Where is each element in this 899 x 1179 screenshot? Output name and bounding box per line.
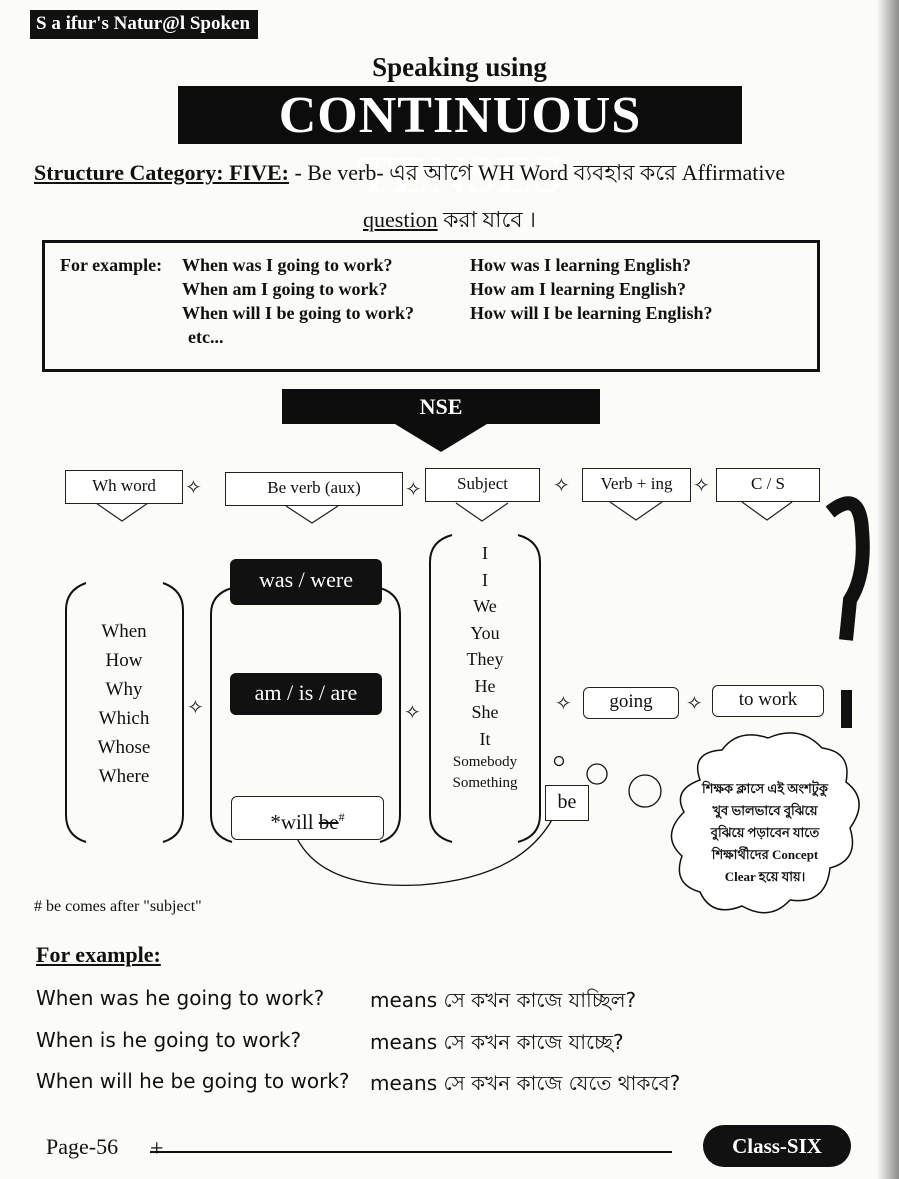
tail-verb: [609, 501, 663, 521]
example-right-3: How will I be learning English?: [470, 303, 713, 323]
header-verb-ing: Verb + ing: [582, 468, 691, 502]
tail-cs: [741, 501, 793, 521]
thought-dot-1: [553, 755, 565, 767]
be-past-pill: was / were: [230, 559, 382, 605]
plus-icon: ✧: [187, 697, 204, 719]
class-badge: Class-SIX: [703, 1125, 851, 1167]
example-en-3: When will he be going to work?: [36, 1069, 350, 1093]
nse-banner: NSE: [282, 389, 600, 424]
thought-dot-3: [628, 774, 662, 808]
example-left-3: When will I be going to work?: [182, 303, 415, 323]
subject-item: They: [466, 649, 504, 669]
example-en-1: When was he going to work?: [36, 986, 325, 1010]
plus-icon: ✧: [693, 475, 710, 497]
nse-arrow: [395, 424, 487, 452]
subject-item: You: [470, 622, 500, 643]
tail-subject: [455, 502, 509, 522]
rule-plus-icon: +: [150, 1136, 164, 1162]
wh-word: Where: [98, 766, 150, 787]
will-be-arc: [293, 817, 554, 887]
subject-item: Somebody: [452, 754, 518, 770]
be-right-bracket: [379, 587, 401, 843]
page-edge-shadow: [877, 0, 899, 1179]
structure-text: - Be verb- এর আগে WH Word ব্যবহার করে Af…: [294, 160, 786, 185]
subject-item: I: [482, 569, 488, 590]
wh-word: Why: [105, 679, 143, 700]
question-mark-dot: [841, 690, 852, 728]
example-right-1: How was I learning English?: [470, 255, 692, 275]
teacher-note-line: Clear হয়ে যায়।: [724, 869, 806, 884]
structure-line-2: question করা যাবে ।: [0, 203, 899, 240]
plus-icon: ✧: [404, 702, 421, 724]
hash-mark: #: [338, 810, 345, 824]
wh-word: Whose: [97, 737, 151, 758]
plus-icon: ✧: [185, 477, 202, 499]
subject-right-bracket: [517, 534, 541, 843]
teacher-note-line: শিক্ষার্থীদের Concept: [711, 847, 819, 862]
plus-icon: ✧: [405, 479, 422, 501]
question-mark-curve: [825, 496, 870, 641]
header-cs: C / S: [716, 468, 820, 502]
plus-icon: ✧: [686, 693, 703, 715]
subject-list: I I We You They He She It Somebody Somet…: [440, 540, 530, 794]
example-label: For example:: [60, 255, 163, 275]
structure-line: Structure Category: FIVE: - Be verb- এর …: [34, 156, 894, 193]
wh-word: Which: [98, 708, 150, 729]
wh-right-bracket: [162, 582, 184, 843]
thought-cloud: [670, 732, 860, 914]
example-left-2: When am I going to work?: [182, 279, 388, 299]
header-wh-word: Wh word: [65, 470, 183, 504]
be-present-pill: am / is / are: [230, 673, 382, 715]
structure-rest: করা যাবে ।: [437, 207, 536, 232]
wh-word: When: [101, 621, 147, 642]
example-right-2: How am I learning English?: [470, 279, 687, 299]
subject-left-bracket: [429, 534, 453, 843]
wh-word: How: [105, 650, 143, 671]
structure-question: question: [363, 207, 438, 232]
subtitle: Speaking using: [372, 52, 547, 82]
footnote: # be comes after "subject": [34, 898, 202, 915]
subject-item: I: [482, 543, 488, 563]
example-bn-1: means সে কখন কাজে যাচ্ছিল?: [370, 988, 637, 1012]
tail-wh: [95, 502, 149, 522]
example-box: [42, 240, 820, 372]
subject-item: She: [471, 702, 499, 722]
be-after-subject-box: be: [545, 785, 589, 821]
header-be-verb: Be verb (aux): [225, 472, 403, 506]
verb-ing-box: going: [583, 687, 679, 719]
tail-be: [285, 505, 339, 524]
subject-item: We: [473, 596, 497, 616]
page-title: CONTINUOUS TENSES: [178, 86, 742, 204]
structure-label: Structure Category: FIVE:: [34, 160, 289, 185]
be-left-bracket: [210, 587, 233, 843]
example-bn-2: means সে কখন কাজে যাচ্ছে?: [370, 1030, 624, 1054]
teacher-note-line: শিক্ষক ক্লাসে এই অংশটুকু: [702, 781, 828, 796]
header-subject: Subject: [425, 468, 540, 502]
brand-banner: S a ifur's Natur@l Spoken: [30, 10, 259, 39]
plus-icon: ✧: [553, 475, 570, 497]
thought-dot-2: [586, 763, 608, 785]
complement-box: to work: [712, 685, 824, 717]
wh-left-bracket: [65, 582, 87, 843]
teacher-note-line: বুঝিয়ে পড়াবেন যাতে: [710, 825, 820, 840]
subject-item: He: [474, 675, 496, 696]
subject-item: Something: [452, 775, 518, 791]
teacher-note: শিক্ষক ক্লাসে এই অংশটুকু খুব ভালভাবে বুঝ…: [690, 778, 840, 888]
example-en-2: When is he going to work?: [36, 1028, 302, 1052]
example-left-1: When was I going to work?: [182, 255, 393, 275]
be-strike-text: be: [318, 810, 339, 834]
page-number: Page-56: [46, 1134, 119, 1159]
example-left-4: etc...: [188, 327, 224, 347]
subject-item: It: [479, 728, 491, 749]
wh-word-list: When How Why Which Whose Where: [86, 617, 162, 791]
example-bn-3: means সে কখন কাজে যেতে থাকবে?: [370, 1071, 681, 1095]
will-text: *will: [270, 810, 319, 834]
plus-icon: ✧: [555, 693, 572, 715]
be-future-box: *will be#: [231, 796, 384, 840]
for-example-heading: For example:: [36, 942, 161, 967]
teacher-note-line: খুব ভালভাবে বুঝিয়ে: [712, 803, 818, 818]
